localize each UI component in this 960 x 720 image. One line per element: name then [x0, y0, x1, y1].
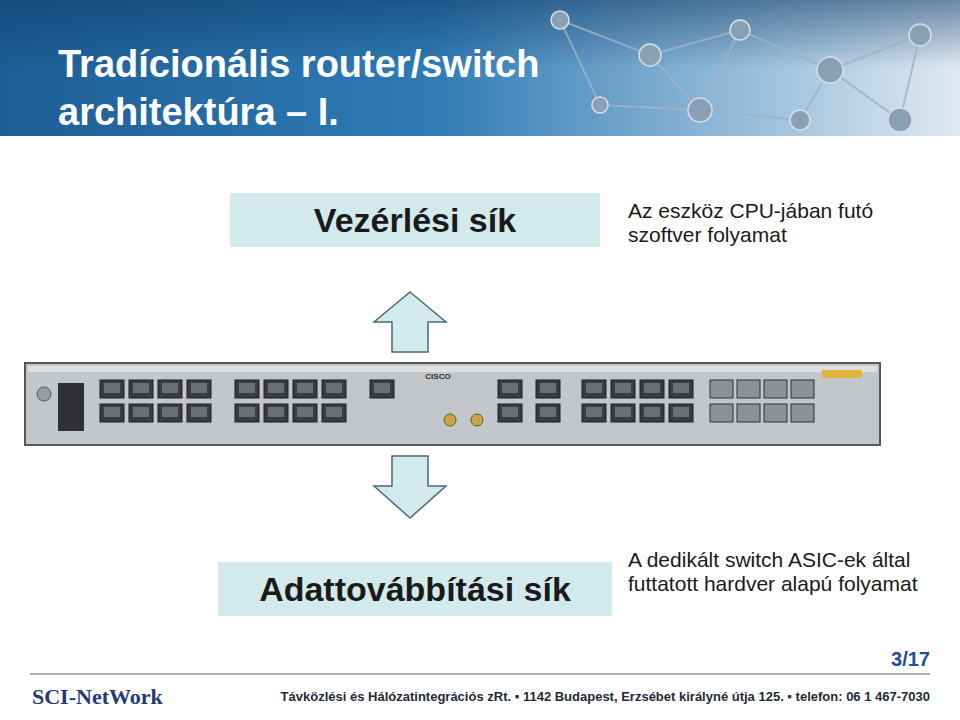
ethernet-port — [187, 404, 211, 422]
ethernet-port — [322, 404, 346, 422]
plane-label: Vezérlési sík — [314, 201, 516, 240]
port-inner — [673, 383, 689, 393]
company-logo: SCI-NetWork — [32, 684, 232, 710]
port-inner — [191, 383, 207, 393]
coax-connector — [444, 414, 456, 426]
ethernet-port — [611, 404, 635, 422]
port-inner — [104, 383, 120, 393]
port-inner — [133, 407, 149, 417]
status-strip — [822, 370, 862, 378]
port-inner — [615, 407, 631, 417]
port-inner — [104, 407, 120, 417]
ethernet-port — [293, 404, 317, 422]
plane-description: A dedikált switch ASIC-ek által futtatot… — [628, 548, 928, 596]
port-inner — [268, 407, 284, 417]
sfp-slot — [710, 404, 733, 422]
port-inner — [502, 407, 518, 417]
sfp-slot — [791, 404, 814, 422]
ethernet-port — [158, 404, 182, 422]
slide-title: Tradícionális router/switch architektúra… — [58, 40, 678, 136]
sfp-slot — [764, 404, 787, 422]
footer-rule — [30, 673, 930, 675]
port-inner — [502, 383, 518, 393]
router-highlight — [28, 366, 877, 372]
port-inner — [133, 383, 149, 393]
ethernet-port — [498, 404, 522, 422]
ethernet-port — [235, 404, 259, 422]
port-inner — [239, 383, 255, 393]
block-arrow-down — [374, 456, 446, 518]
port-inner — [326, 407, 342, 417]
port-inner — [239, 407, 255, 417]
ethernet-port — [158, 380, 182, 398]
footer-address: Távközlési és Hálózatintegrációs zRt. ▪ … — [281, 689, 930, 704]
header-band — [0, 0, 960, 136]
ethernet-port — [582, 380, 606, 398]
ethernet-port — [264, 404, 288, 422]
port-inner — [297, 383, 313, 393]
port-inner — [162, 407, 178, 417]
ethernet-port — [611, 380, 635, 398]
port-inner — [297, 407, 313, 417]
ethernet-port — [129, 380, 153, 398]
port-inner — [586, 383, 602, 393]
ethernet-port — [669, 404, 693, 422]
port-inner — [374, 383, 390, 393]
device-brand: CISCO — [418, 372, 458, 381]
sfp-slot — [710, 380, 733, 398]
sfp-slot — [764, 380, 787, 398]
page-number: 3/17 — [850, 648, 930, 671]
ethernet-port — [370, 380, 394, 398]
block-arrow-up — [374, 292, 446, 352]
port-inner — [162, 383, 178, 393]
ethernet-port — [293, 380, 317, 398]
ethernet-port — [187, 380, 211, 398]
sfp-slot — [737, 380, 760, 398]
plane-label: Adattovábbítási sík — [259, 570, 571, 609]
ethernet-port — [582, 404, 606, 422]
ethernet-port — [235, 380, 259, 398]
ethernet-port — [640, 404, 664, 422]
ethernet-port — [498, 380, 522, 398]
header-curve — [0, 136, 960, 150]
port-inner — [586, 407, 602, 417]
ethernet-port — [669, 380, 693, 398]
port-inner — [540, 383, 556, 393]
port-inner — [615, 383, 631, 393]
ethernet-port — [100, 380, 124, 398]
port-inner — [326, 383, 342, 393]
port-inner — [644, 383, 660, 393]
ethernet-port — [640, 380, 664, 398]
sfp-slot — [737, 404, 760, 422]
port-inner — [540, 407, 556, 417]
port-inner — [191, 407, 207, 417]
ethernet-port — [264, 380, 288, 398]
router-screw — [37, 387, 51, 401]
plane-box: Vezérlési sík — [230, 193, 600, 247]
plane-box: Adattovábbítási sík — [218, 562, 612, 616]
router-illustration — [25, 363, 880, 445]
port-inner — [268, 383, 284, 393]
ethernet-port — [322, 380, 346, 398]
ethernet-port — [129, 404, 153, 422]
ethernet-port — [536, 404, 560, 422]
power-connector — [58, 383, 84, 431]
plane-description: Az eszköz CPU-jában futó szoftver folyam… — [628, 199, 938, 247]
ethernet-port — [100, 404, 124, 422]
header-shade — [0, 0, 960, 136]
coax-connector — [471, 414, 483, 426]
network-nodes — [551, 11, 931, 132]
port-inner — [673, 407, 689, 417]
ethernet-port — [536, 380, 560, 398]
router-chassis — [25, 363, 880, 445]
network-lines — [560, 20, 920, 120]
sfp-slot — [791, 380, 814, 398]
port-inner — [644, 407, 660, 417]
